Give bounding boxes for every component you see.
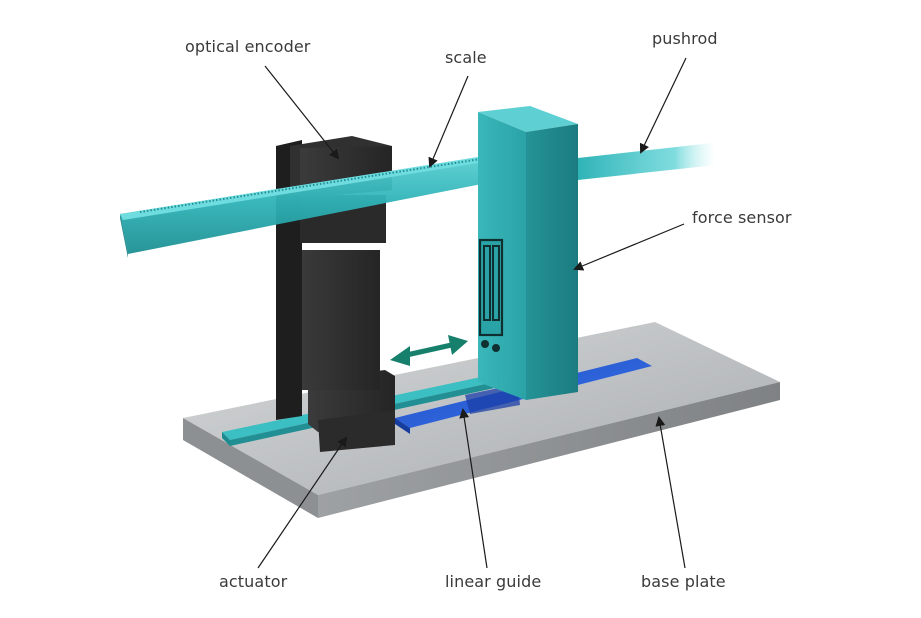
pushrod-bar [578,143,716,180]
leader-force-sensor [573,223,685,271]
label-force-sensor: force sensor [692,208,792,227]
label-base-plate: base plate [641,572,726,591]
label-scale: scale [445,48,487,67]
leader-linear-guide [459,408,488,569]
leader-optical-encoder [264,65,340,160]
force-sensor-block [478,106,578,400]
leader-actuator [257,436,348,569]
strain-gauge [478,238,504,352]
leader-pushrod [639,57,687,154]
label-actuator: actuator [219,572,288,591]
label-optical-encoder: optical encoder [185,37,311,56]
leader-lines [257,57,687,569]
bidirectional-arrow-icon [390,335,468,366]
leader-scale [428,75,469,168]
label-linear-guide: linear guide [445,572,542,591]
scale-bar [120,150,522,258]
label-pushrod: pushrod [652,29,718,48]
leader-base-plate [655,416,686,569]
